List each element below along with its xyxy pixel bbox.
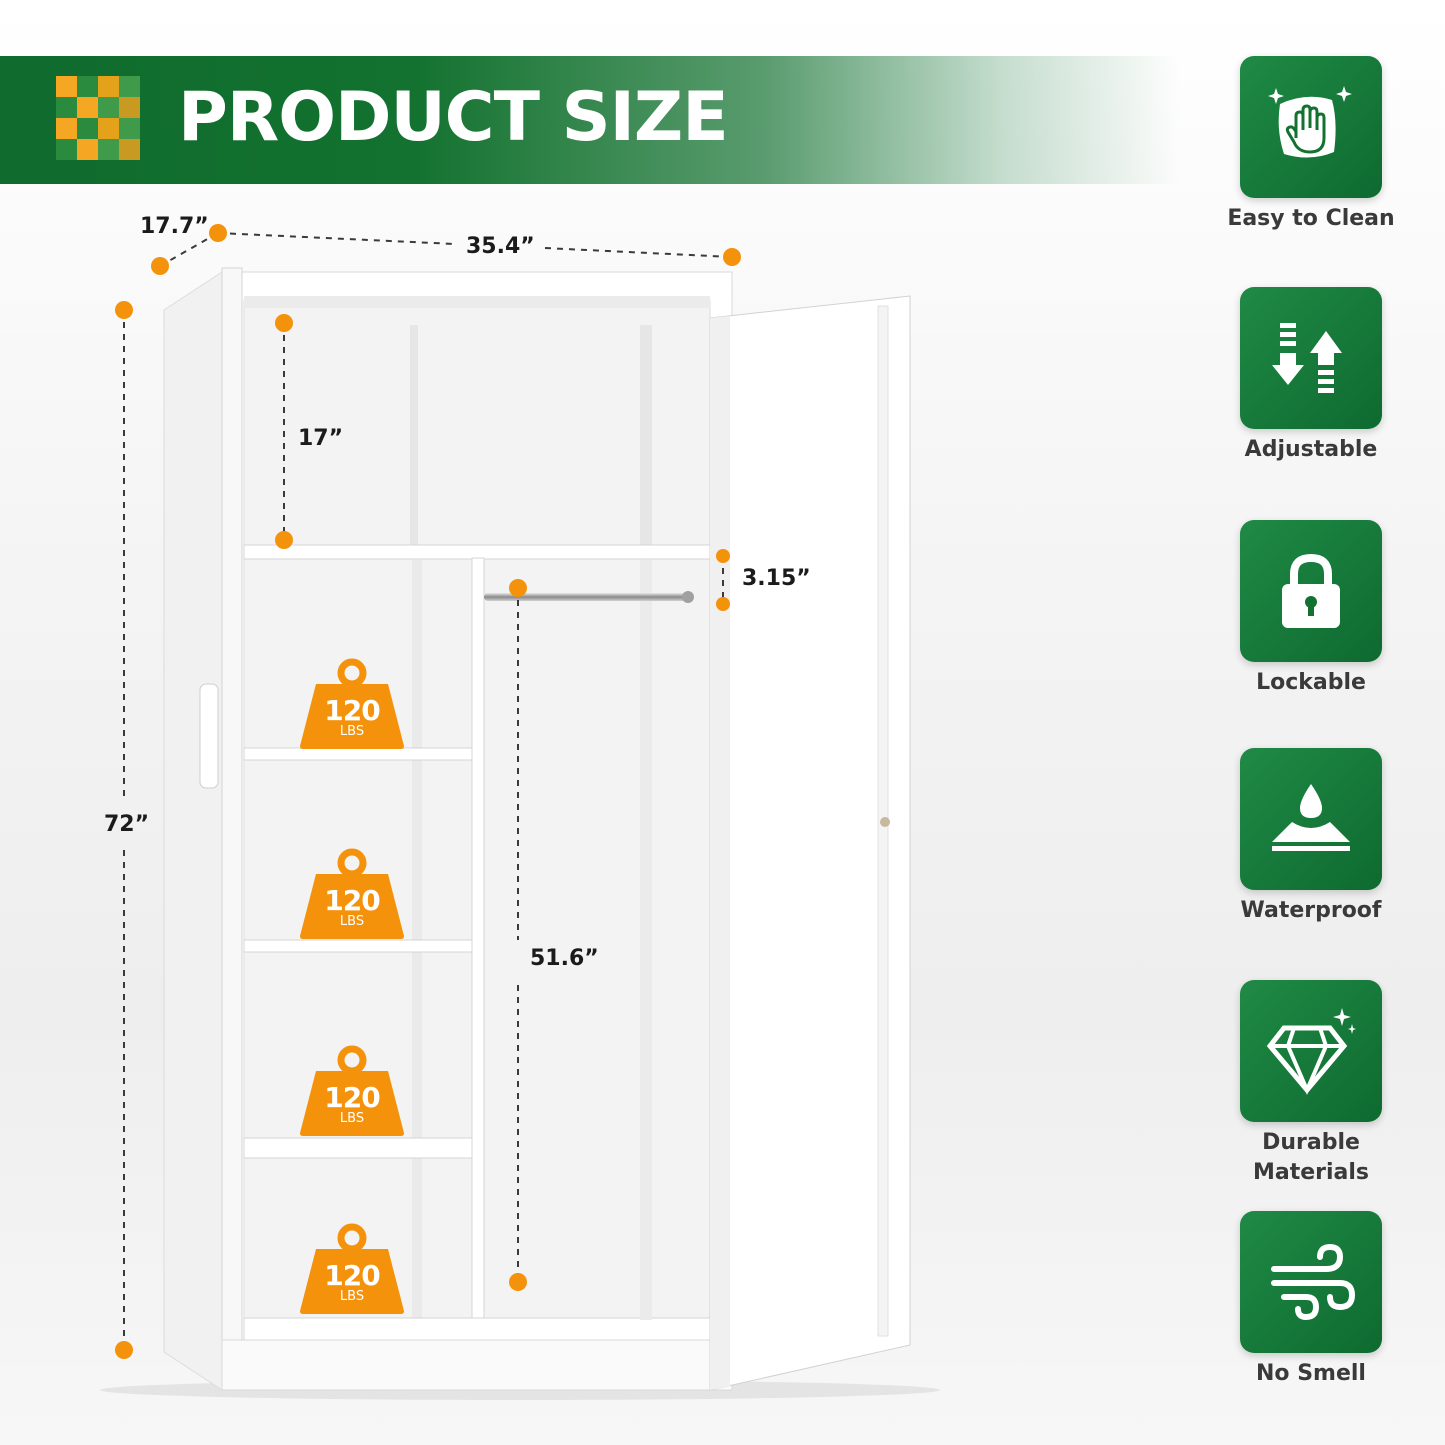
load-value: 120 bbox=[324, 1081, 380, 1114]
feature-tile bbox=[1240, 287, 1382, 429]
feature-label: Waterproof bbox=[1240, 898, 1382, 923]
load-value: 120 bbox=[324, 1259, 380, 1292]
weight-icon bbox=[300, 1223, 404, 1314]
load-value: 120 bbox=[324, 694, 380, 727]
feature-tile bbox=[1240, 520, 1382, 662]
page-title: PRODUCT SIZE bbox=[178, 78, 729, 157]
top-compartment-dimension: 17” bbox=[298, 426, 344, 451]
adjust-arrows-icon bbox=[1272, 323, 1342, 393]
weight-icon bbox=[300, 658, 404, 749]
weight-icon bbox=[300, 1045, 404, 1136]
lock-icon bbox=[1282, 553, 1340, 628]
feature-label: Lockable bbox=[1256, 670, 1366, 695]
water-drop-icon bbox=[1272, 784, 1350, 851]
header-banner: PRODUCT SIZE bbox=[0, 56, 1180, 184]
feature-label: Durable Materials bbox=[1252, 1130, 1370, 1185]
feature-tile bbox=[1240, 1211, 1382, 1353]
feature-label: Adjustable bbox=[1244, 437, 1378, 462]
diamond-icon bbox=[1266, 1008, 1356, 1096]
weight-icon bbox=[300, 848, 404, 939]
load-unit: LBS bbox=[339, 724, 365, 739]
clean-hand-icon bbox=[1268, 86, 1352, 158]
load-badge: 120 LBS bbox=[298, 1045, 406, 1137]
load-unit: LBS bbox=[339, 914, 365, 929]
height-dimension: 72” bbox=[104, 812, 150, 837]
width-dimension: 35.4” bbox=[466, 234, 535, 259]
feature-tile bbox=[1240, 980, 1382, 1122]
hanging-height-dimension: 51.6” bbox=[530, 946, 599, 971]
feature-label: Easy to Clean bbox=[1227, 206, 1395, 231]
load-unit: LBS bbox=[339, 1111, 365, 1126]
wind-icon bbox=[1271, 1243, 1356, 1321]
load-badge: 120 LBS bbox=[298, 848, 406, 940]
feature-label: No Smell bbox=[1256, 1361, 1366, 1386]
load-badge: 120 LBS bbox=[298, 1223, 406, 1315]
feature-tile bbox=[1240, 56, 1382, 198]
load-unit: LBS bbox=[339, 1289, 365, 1304]
load-value: 120 bbox=[324, 884, 380, 917]
feature-tile bbox=[1240, 748, 1382, 890]
depth-dimension: 17.7” bbox=[140, 214, 209, 239]
rod-gap-dimension: 3.15” bbox=[742, 566, 811, 591]
load-badge: 120 LBS bbox=[298, 658, 406, 750]
checker-logo-icon bbox=[56, 76, 140, 160]
